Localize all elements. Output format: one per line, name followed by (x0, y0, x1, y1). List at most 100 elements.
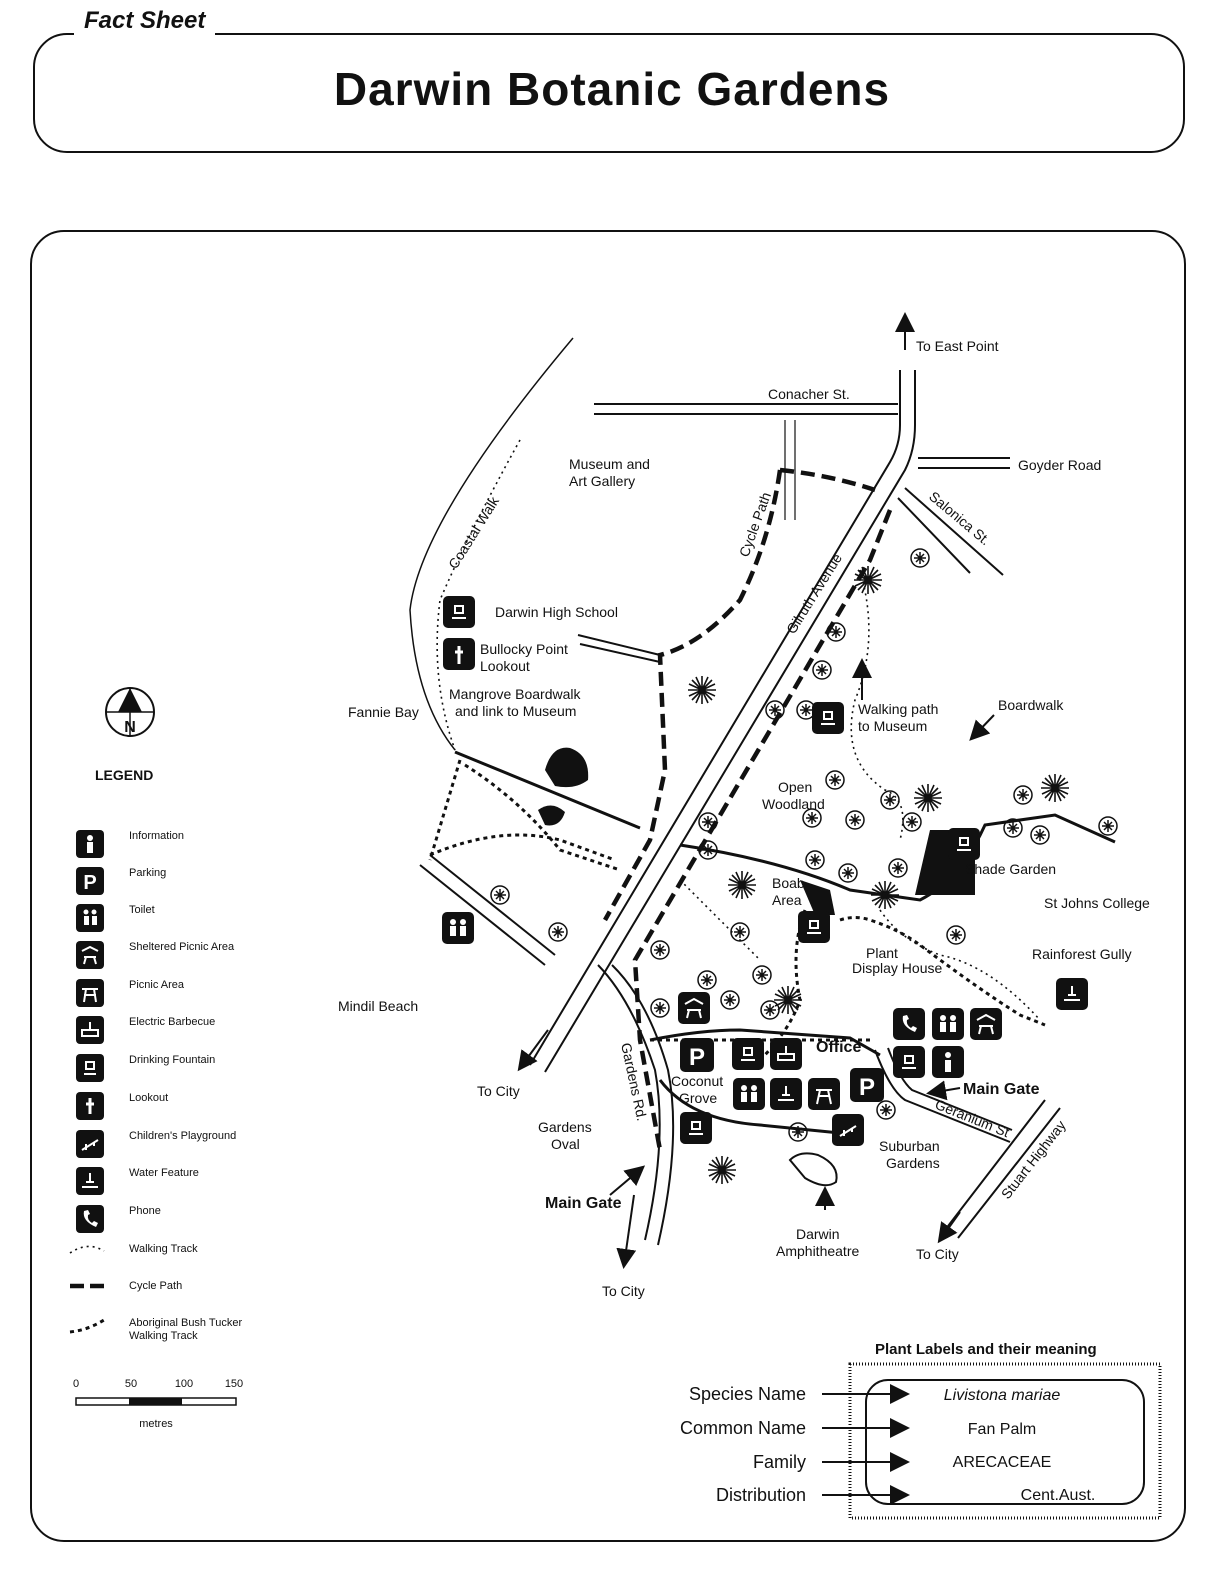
label-walking-path-2: to Museum (858, 718, 927, 734)
sheltered-picnic-icon (76, 941, 104, 969)
label-plant-display-1: Plant (866, 945, 898, 961)
water-feature-icon (770, 1078, 802, 1110)
phone-icon (76, 1205, 104, 1233)
label-salonica-st: Salonica St. (926, 488, 994, 548)
legend-item-picnic: Picnic Area (76, 979, 185, 1007)
label-museum-2: Art Gallery (569, 473, 635, 489)
svg-text:150: 150 (225, 1378, 243, 1390)
svg-text:100: 100 (175, 1378, 193, 1390)
scale-unit: metres (139, 1418, 173, 1430)
legend-title: LEGEND (95, 767, 153, 783)
header-frame (33, 33, 1185, 153)
drinking-fountain-icon (732, 1038, 764, 1070)
label-st-johns-college: St Johns College (1044, 895, 1150, 911)
field-family: Family (753, 1452, 806, 1472)
legend-item-phone: Phone (76, 1205, 161, 1233)
example-common-name: Fan Palm (968, 1421, 1036, 1438)
legend-item-lookout: Lookout (76, 1092, 168, 1120)
label-fannie-bay: Fannie Bay (348, 704, 419, 720)
label-to-city-3: To City (916, 1246, 959, 1262)
field-species-name: Species Name (689, 1384, 806, 1404)
label-rainforest-gully: Rainforest Gully (1032, 946, 1132, 962)
label-main-gate-east: Main Gate (963, 1081, 1040, 1098)
water-feature-icon (1056, 978, 1088, 1010)
label-suburban-1: Suburban (879, 1138, 940, 1154)
barbecue-icon (770, 1038, 802, 1070)
svg-text:Sheltered Picnic Area: Sheltered Picnic Area (129, 941, 235, 953)
label-museum-1: Museum and (569, 456, 650, 472)
map-icons: P P (442, 596, 1088, 1146)
example-distribution: Cent.Aust. (1021, 1487, 1096, 1504)
lookout-icon (443, 638, 475, 670)
legend-item-water-feature: Water Feature (76, 1167, 199, 1195)
drinking-fountain-icon (798, 911, 830, 943)
field-common-name: Common Name (680, 1418, 806, 1438)
label-conacher-st: Conacher St. (768, 386, 850, 402)
svg-text:Information: Information (129, 830, 184, 842)
label-bullocky-2: Lookout (480, 658, 530, 674)
label-boardwalk: Boardwalk (998, 697, 1064, 713)
label-walking-path-1: Walking path (858, 701, 938, 717)
svg-text:P: P (83, 872, 96, 894)
label-mangrove-1: Mangrove Boardwalk (449, 686, 582, 702)
label-to-city-1: To City (477, 1083, 520, 1099)
label-open-woodland-1: Open (778, 779, 812, 795)
walking-track-line (69, 1245, 105, 1254)
phone-icon (893, 1008, 925, 1040)
drinking-fountain-icon (948, 828, 980, 860)
legend: LEGEND Information P Parking Toilet Shel… (69, 767, 243, 1430)
scale-bar: 0 50 100 150 metres (73, 1378, 243, 1430)
example-species-name: Livistona mariae (944, 1387, 1061, 1404)
label-coconut-grove-1: Coconut (671, 1073, 723, 1089)
label-darwin-high-school: Darwin High School (495, 604, 618, 620)
svg-text:Children's Playground: Children's Playground (129, 1130, 236, 1142)
label-office: Office (816, 1039, 861, 1056)
picnic-icon (76, 979, 104, 1007)
plant-labels-panel: Plant Labels and their meaning Species N… (680, 1341, 1162, 1520)
svg-text:Picnic Area: Picnic Area (129, 979, 185, 991)
parking-icon (76, 867, 104, 895)
example-family: ARECACEAE (953, 1454, 1052, 1471)
label-amphitheatre-1: Darwin (796, 1226, 840, 1242)
drinking-fountain-icon (893, 1046, 925, 1078)
label-gardens-oval-1: Gardens (538, 1119, 592, 1135)
drinking-fountain-icon (812, 702, 844, 734)
drinking-fountain-icon (680, 1112, 712, 1144)
toilet-icon (442, 912, 474, 944)
legend-item-bush-tucker: Aboriginal Bush Tucker Walking Track (69, 1317, 242, 1342)
svg-text:Cycle Path: Cycle Path (129, 1280, 182, 1292)
svg-text:P: P (859, 1074, 875, 1101)
map-frame (30, 230, 1186, 1542)
parking-icon: P (680, 1038, 714, 1072)
legend-item-playground: Children's Playground (76, 1130, 236, 1158)
svg-text:0: 0 (73, 1378, 79, 1390)
sheltered-picnic-icon (970, 1008, 1002, 1040)
svg-text:Phone: Phone (129, 1205, 161, 1217)
svg-text:50: 50 (125, 1378, 137, 1390)
parking-icon: P (850, 1068, 884, 1102)
svg-text:Water Feature: Water Feature (129, 1167, 199, 1179)
label-coconut-grove-2: Grove (679, 1090, 717, 1106)
picnic-icon (808, 1078, 840, 1110)
label-suburban-2: Gardens (886, 1155, 940, 1171)
amphitheatre-outline (788, 1152, 838, 1187)
information-icon (932, 1046, 964, 1078)
legend-item-barbecue: Electric Barbecue (76, 1016, 215, 1044)
roads (409, 337, 1061, 1246)
toilet-icon (733, 1078, 765, 1110)
label-amphitheatre-2: Amphitheatre (776, 1243, 859, 1259)
legend-item-drinking-fountain: Drinking Fountain (76, 1054, 215, 1082)
north-arrow: N (105, 687, 155, 737)
bush-tucker-line (69, 1318, 105, 1334)
legend-item-walking-track: Walking Track (69, 1243, 198, 1255)
field-distribution: Distribution (716, 1485, 806, 1505)
label-mindil-beach: Mindil Beach (338, 998, 418, 1014)
label-mangrove-2: and link to Museum (455, 703, 576, 719)
label-main-gate-south: Main Gate (545, 1195, 622, 1212)
page-title: Darwin Botanic Gardens (333, 63, 891, 115)
label-plant-display-2: Display House (852, 960, 942, 976)
playground-icon (832, 1114, 864, 1146)
svg-text:Aboriginal Bush Tucker: Aboriginal Bush Tucker (129, 1317, 242, 1329)
legend-item-cycle-path: Cycle Path (70, 1280, 182, 1292)
